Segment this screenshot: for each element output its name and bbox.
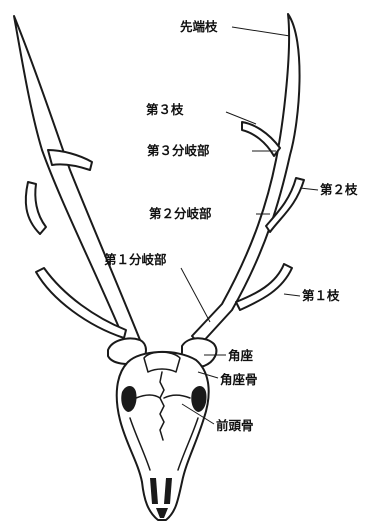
label-second-tine: 第２枝 [320,182,358,197]
left-middle-tine [26,182,46,234]
leader-first-fork [181,268,210,322]
label-third-tine: 第３枝 [146,102,184,117]
skull [117,352,209,520]
right-antler [192,14,304,345]
label-frontal-bone: 前頭骨 [216,418,254,433]
label-first-fork: 第１分岐部 [104,252,167,267]
label-second-fork: 第２分岐部 [149,206,212,221]
leader-second-tine [300,188,318,190]
label-third-fork: 第３分岐部 [147,143,210,158]
label-tip-tine: 先端枝 [180,19,218,34]
skull-outline [117,352,209,520]
left-antler [14,16,142,350]
label-pedicle-bone: 角座骨 [220,372,258,387]
label-first-tine: 第１枝 [302,288,340,303]
label-pedicle-base: 角座 [228,348,254,363]
right-main-beam [192,14,300,345]
leader-first-tine [284,294,300,296]
leader-tip-tine [232,27,290,36]
